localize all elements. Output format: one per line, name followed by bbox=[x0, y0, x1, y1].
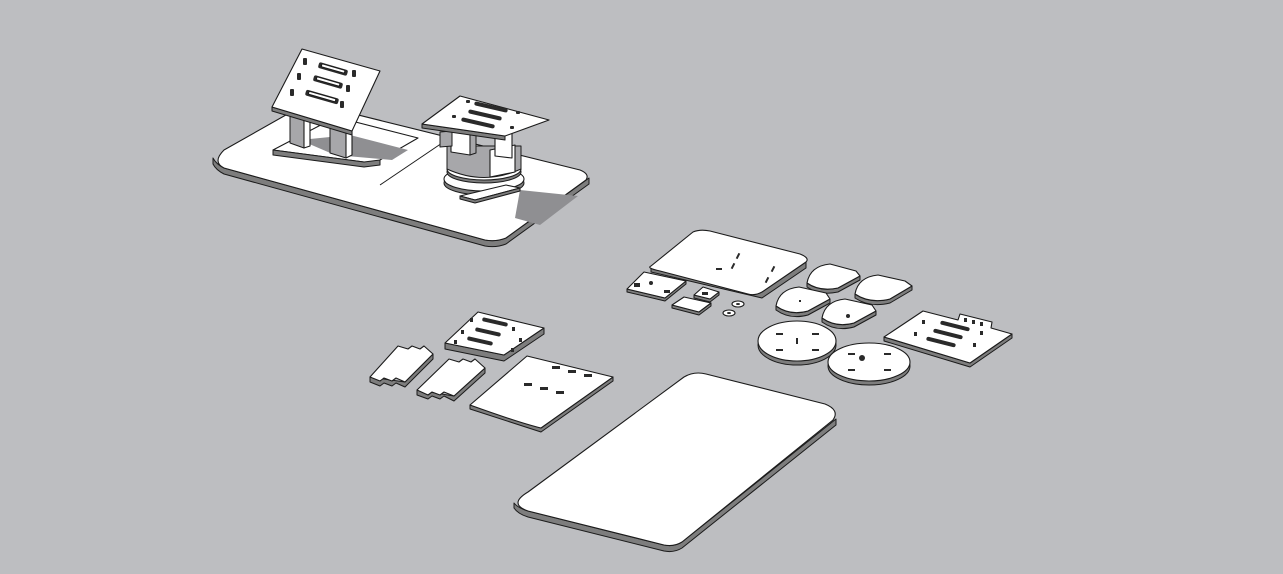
right-tower bbox=[421, 95, 550, 204]
small-bracket-bottom[interactable] bbox=[671, 296, 712, 316]
large-base-panel[interactable] bbox=[513, 372, 837, 553]
flat-cut-parts[interactable] bbox=[369, 229, 1013, 553]
slotted-panel[interactable] bbox=[469, 355, 614, 433]
side-piece-a[interactable] bbox=[369, 345, 434, 388]
washers[interactable] bbox=[722, 300, 745, 317]
upper-panel[interactable] bbox=[649, 229, 808, 299]
right-plate-slot-marks bbox=[914, 318, 983, 348]
stacked-top-plate[interactable] bbox=[444, 311, 545, 362]
right-slotted-plate[interactable] bbox=[883, 310, 1013, 368]
shadow-right bbox=[515, 190, 578, 225]
slotted-panel-slots bbox=[524, 366, 592, 394]
small-bracket-left[interactable] bbox=[626, 271, 687, 302]
stacked-plate-slots bbox=[454, 317, 522, 352]
rounded-tab-1[interactable] bbox=[806, 263, 861, 294]
left-stand bbox=[271, 48, 381, 159]
disc-left[interactable] bbox=[757, 320, 837, 366]
left-plate-slots bbox=[290, 58, 356, 108]
side-piece-b[interactable] bbox=[416, 358, 486, 402]
rounded-tab-2[interactable] bbox=[854, 274, 913, 306]
assembled-stand[interactable] bbox=[212, 48, 590, 248]
shadow-left bbox=[300, 135, 408, 160]
disc-right[interactable] bbox=[827, 342, 911, 386]
rounded-tab-3[interactable] bbox=[775, 286, 831, 318]
rounded-tab-4[interactable] bbox=[821, 298, 877, 330]
right-plate-slots bbox=[452, 100, 520, 129]
small-bracket-mid[interactable] bbox=[693, 286, 720, 303]
